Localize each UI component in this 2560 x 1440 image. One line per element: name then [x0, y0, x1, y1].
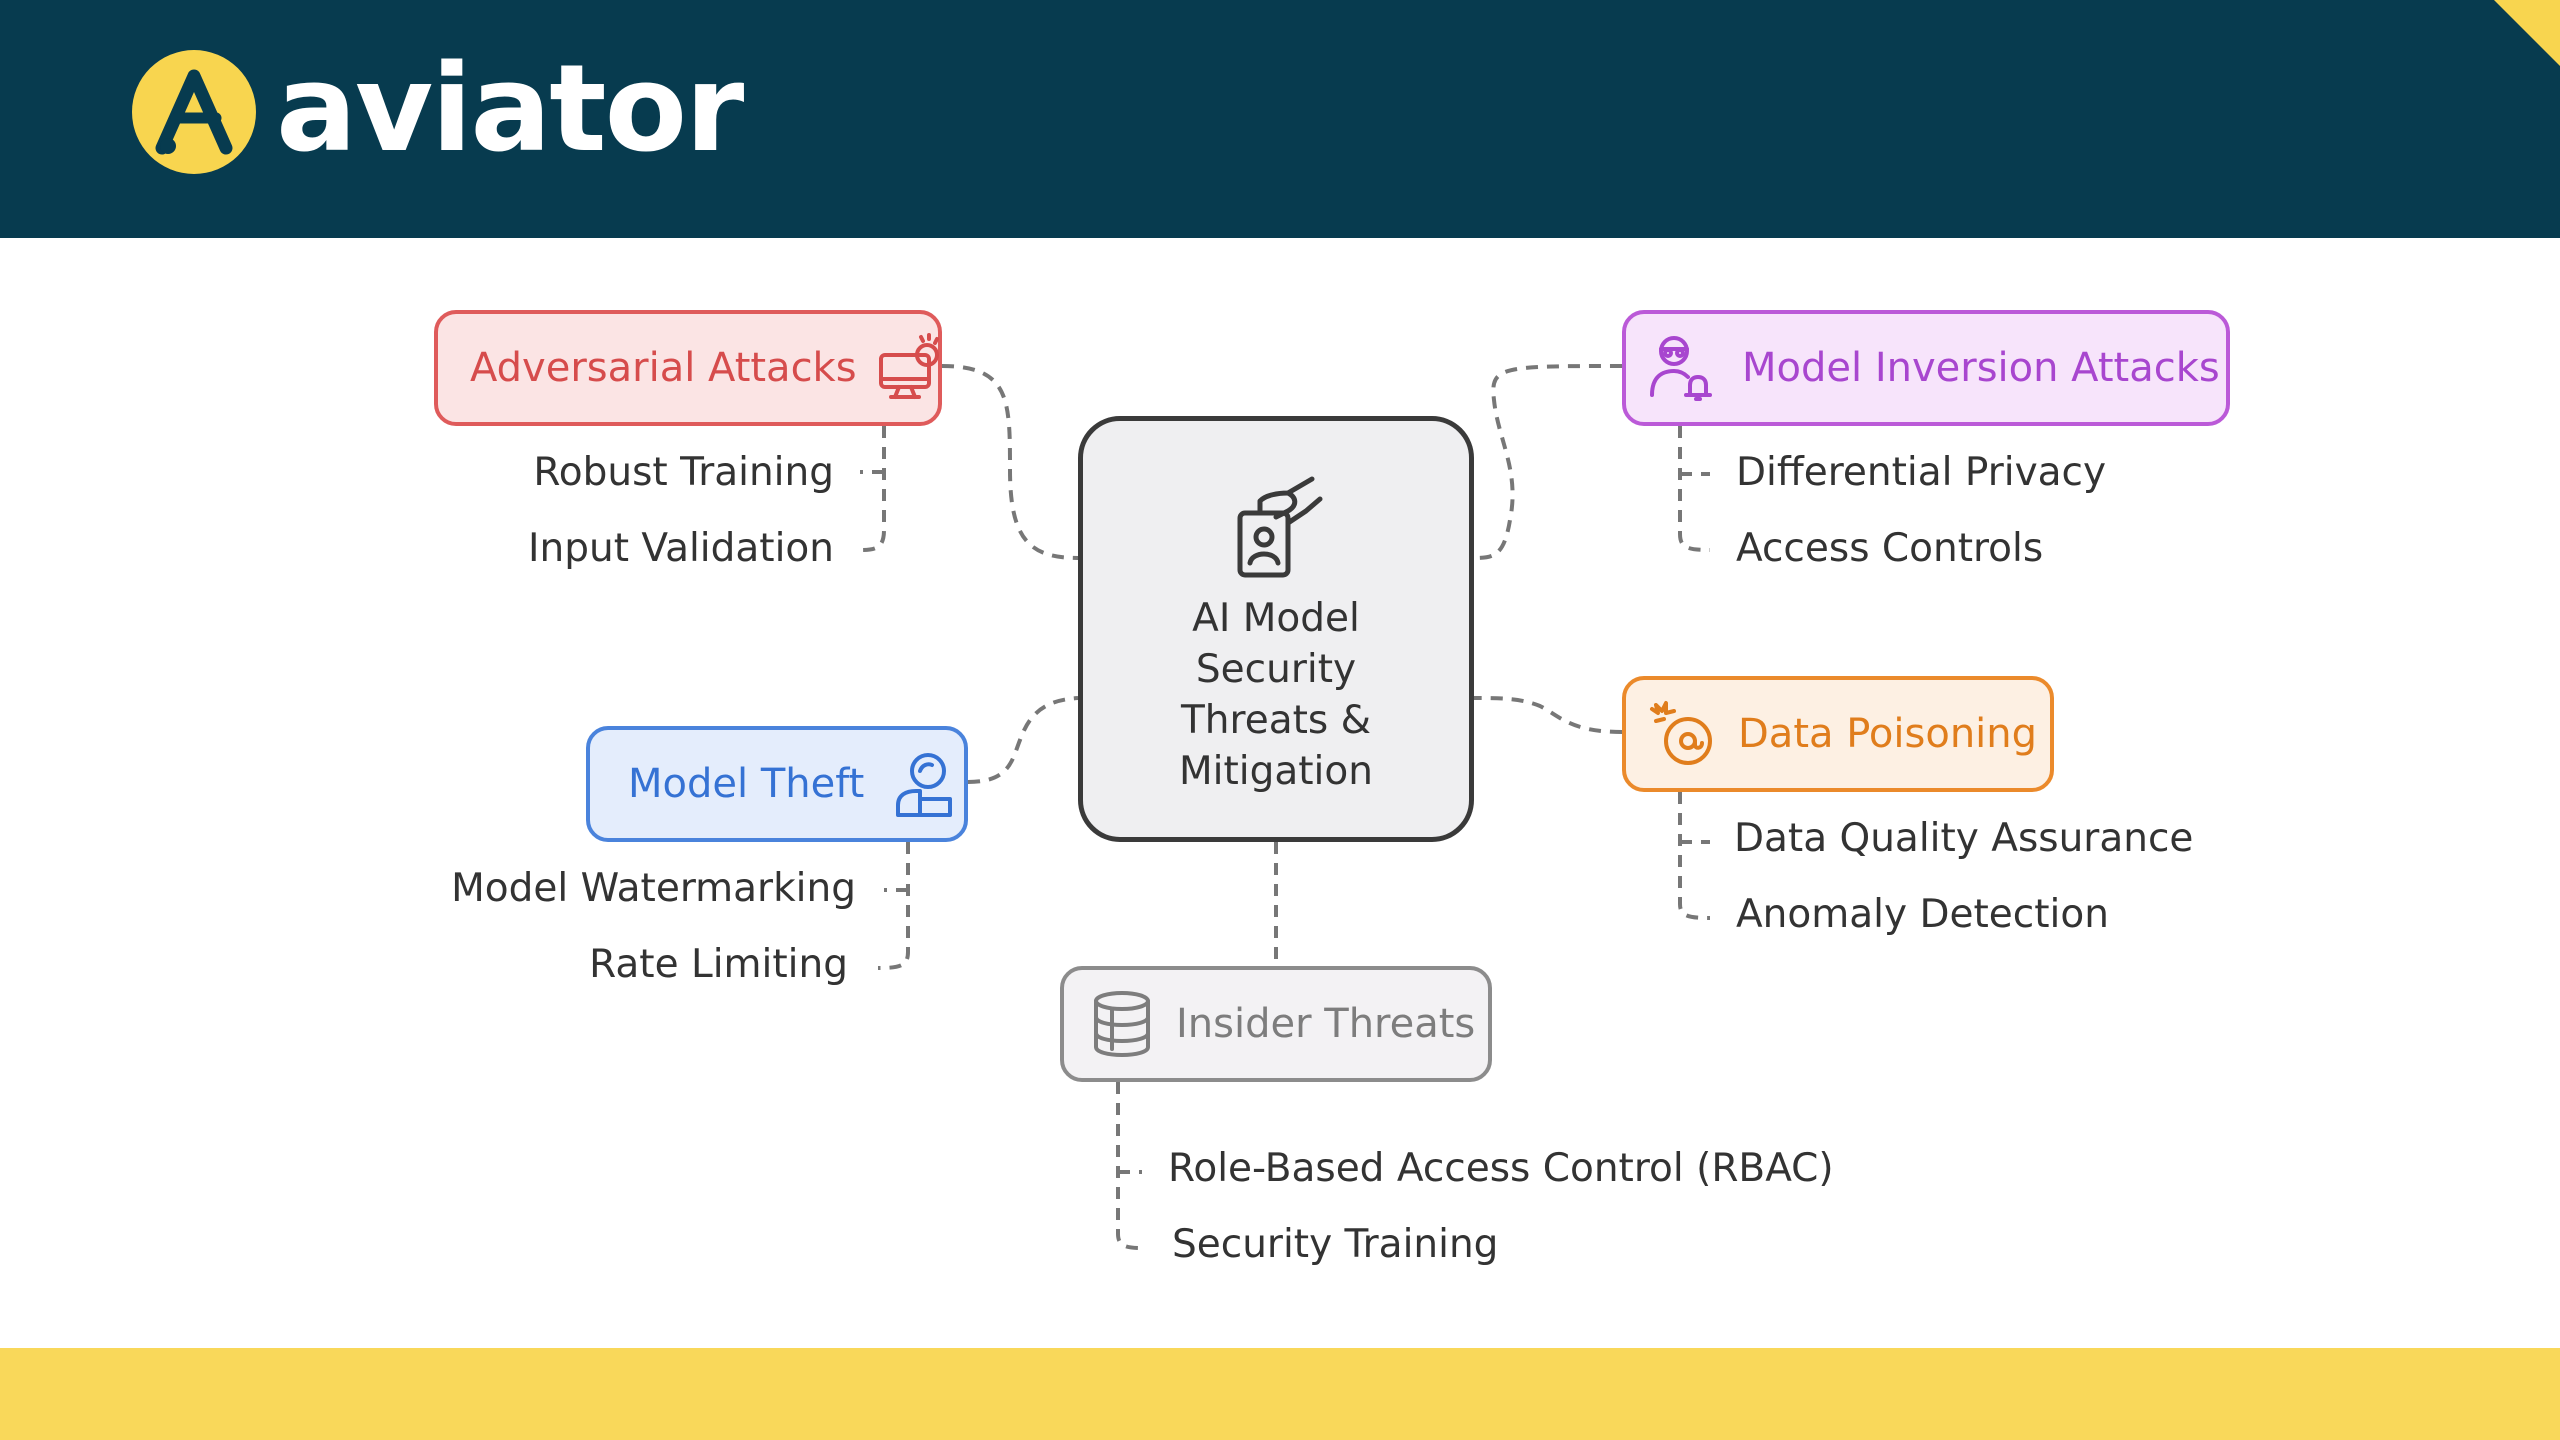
mitigation-differential-privacy: Differential Privacy	[1736, 450, 2107, 495]
threat-adversarial-attacks: Adversarial Attacks	[434, 310, 942, 426]
threat-data-poisoning: Data Poisoning	[1622, 676, 2054, 792]
database-icon	[1094, 991, 1150, 1057]
center-node: AI Model Security Threats & Mitigation	[1078, 416, 1474, 842]
connector-inversion-leaves	[1678, 426, 1711, 552]
threat-label: Model Inversion Attacks	[1742, 345, 2220, 391]
mitigation-robust-training: Robust Training	[533, 450, 834, 495]
connector-adversarial-leaves	[859, 426, 886, 552]
connector-poisoning-leaves	[1678, 792, 1711, 920]
mitigation-rbac: Role-Based Access Control (RBAC)	[1168, 1146, 1834, 1191]
user-search-icon	[896, 753, 953, 817]
mitigation-rate-limiting: Rate Limiting	[589, 942, 848, 987]
threat-model-theft: Model Theft	[586, 726, 968, 842]
threat-insider-threats: Insider Threats	[1060, 966, 1492, 1082]
monitor-alert-icon	[878, 333, 939, 399]
threat-label: Adversarial Attacks	[470, 345, 857, 391]
mitigation-model-watermarking: Model Watermarking	[451, 866, 856, 911]
connector-insider-leaves	[1116, 1082, 1143, 1250]
footer-band	[0, 1348, 2560, 1440]
mitigation-access-controls: Access Controls	[1736, 526, 2044, 571]
threat-label: Data Poisoning	[1738, 711, 2038, 757]
threat-label: Insider Threats	[1176, 1001, 1476, 1047]
spy-user-bell-icon	[1650, 336, 1712, 401]
center-title: AI Model Security Threats & Mitigation	[1179, 596, 1373, 794]
threat-model-inversion-attacks: Model Inversion Attacks	[1622, 310, 2230, 426]
connector-theft-leaves	[877, 842, 910, 970]
connector-inversion	[1473, 364, 1623, 560]
mitigation-anomaly-detection: Anomaly Detection	[1736, 892, 2109, 937]
mitigation-input-validation: Input Validation	[528, 526, 834, 571]
header-banner: aviator	[0, 0, 2560, 238]
brand-wordmark: aviator	[276, 40, 744, 179]
threat-label: Model Theft	[628, 761, 865, 807]
header-corner-accent	[2494, 0, 2560, 66]
connector-theft	[967, 696, 1079, 784]
mitigation-security-training: Security Training	[1172, 1222, 1499, 1267]
connector-adversarial	[941, 364, 1079, 560]
aviator-logo-icon	[132, 50, 256, 174]
badge-hand-icon	[1237, 476, 1323, 578]
mitigation-data-quality-assurance: Data Quality Assurance	[1734, 816, 2194, 861]
at-sign-burst-icon	[1650, 701, 1712, 765]
connector-poisoning	[1473, 696, 1623, 734]
